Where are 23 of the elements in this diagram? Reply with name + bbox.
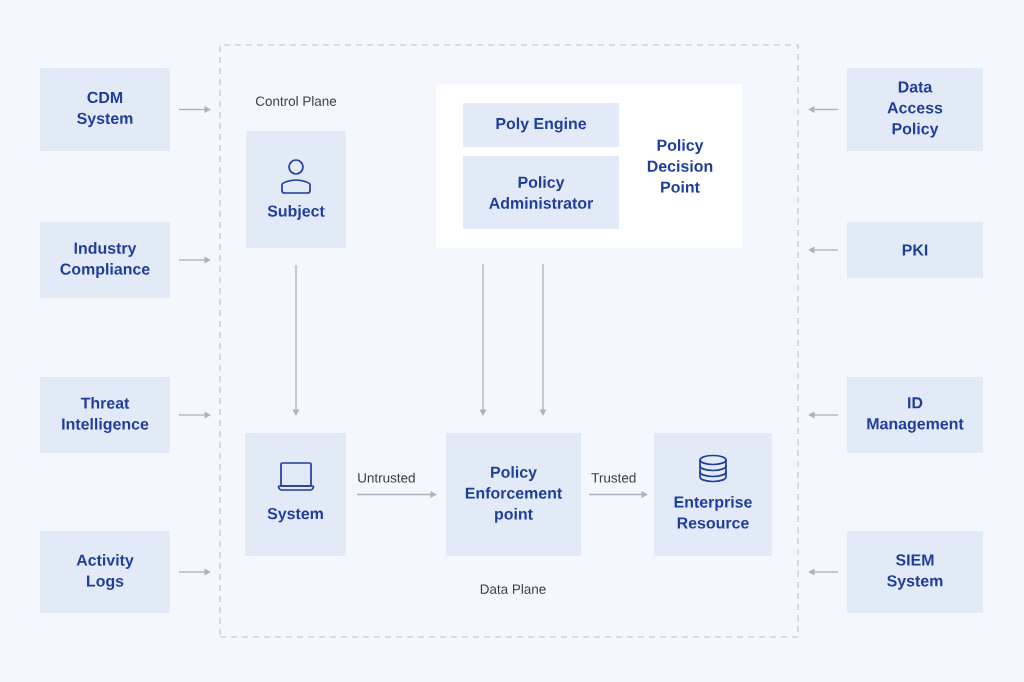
component-box: Policy Administrator — [463, 156, 619, 229]
dashed-frame — [219, 44, 799, 638]
enforcement-box: Policy Enforcement point — [446, 433, 581, 556]
source-box: Activity Logs — [40, 531, 170, 613]
resource-box: Enterprise Resource — [654, 433, 772, 556]
source-box: Threat Intelligence — [40, 377, 170, 453]
arrow — [178, 106, 211, 113]
source-box: PKI — [847, 222, 983, 278]
arrow — [808, 106, 839, 113]
section-label: Control Plane — [255, 96, 337, 106]
source-box: Industry Compliance — [40, 222, 170, 298]
component-box: Poly Engine — [463, 103, 619, 147]
edge-label: Untrusted — [358, 472, 415, 483]
source-box: ID Management — [847, 377, 983, 453]
section-label: Data Plane — [480, 584, 546, 594]
source-box: CDM System — [40, 68, 170, 151]
edge-label: Trusted — [591, 472, 636, 483]
arrow — [588, 491, 648, 498]
subject-box: Subject — [246, 131, 346, 248]
arrow — [356, 491, 437, 498]
source-box: Data Access Policy — [847, 68, 983, 151]
system-box: System — [245, 433, 346, 556]
source-box: SIEM System — [847, 531, 983, 613]
